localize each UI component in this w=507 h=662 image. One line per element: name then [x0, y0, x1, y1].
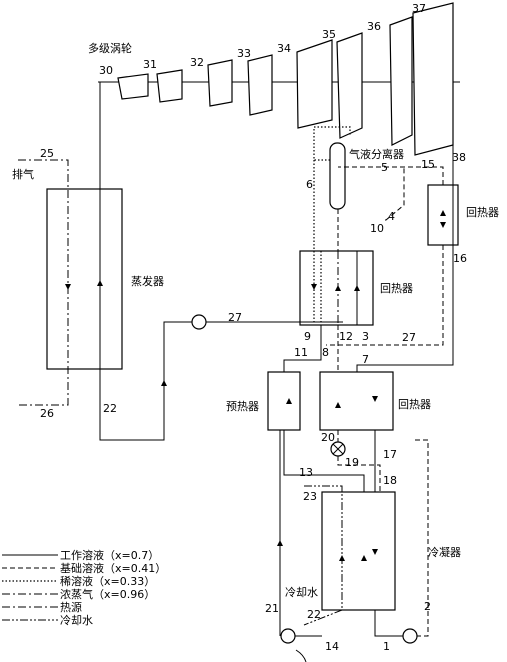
legend-item: 热源	[60, 600, 82, 614]
node-label: 35	[322, 28, 336, 41]
node-label: 15	[421, 158, 435, 171]
component-labels: 多级涡轮 蒸发器 排气 气液分离器 回热器 回热器 回热器 预热器 冷凝器 冷却…	[12, 41, 499, 599]
node-label: 36	[367, 20, 381, 33]
node-label: 27	[228, 311, 242, 324]
condenser	[321, 491, 396, 611]
pump-14	[280, 628, 296, 644]
node-label: 8	[322, 346, 329, 359]
node-label: 3	[362, 330, 369, 343]
node-label: 9	[304, 330, 311, 343]
node-label: 20	[321, 431, 335, 444]
line-19	[337, 456, 381, 492]
exhaust-label: 排气	[12, 167, 34, 181]
turbine-stages	[117, 2, 454, 156]
node-label: 22	[103, 402, 117, 415]
legend-item: 稀溶液（x=0.33）	[60, 574, 155, 588]
pump-1	[402, 628, 418, 644]
node-label: 5	[381, 161, 388, 174]
recuperator-top-label: 回热器	[466, 206, 499, 219]
line-1	[374, 610, 403, 637]
valve-20	[330, 441, 346, 457]
line-6	[313, 126, 351, 161]
turbine-label: 多级涡轮	[88, 41, 132, 55]
node-label: 12	[339, 330, 353, 343]
node-label: 14	[325, 640, 339, 653]
node-label: 1	[383, 640, 390, 653]
node-label: 2	[424, 600, 431, 613]
cooling-water-label: 冷却水	[285, 586, 318, 599]
node-label: 30	[99, 64, 113, 77]
node-label: 32	[190, 56, 204, 69]
flow-arrows	[65, 210, 446, 561]
legend-item: 基础溶液（x=0.41）	[60, 561, 166, 575]
legend-item: 浓蒸气（x=0.96）	[60, 587, 155, 601]
line-22	[99, 321, 192, 441]
node-label: 34	[277, 42, 291, 55]
recuperator-low	[319, 371, 394, 431]
pump-28	[191, 314, 207, 330]
node-label: 7	[362, 353, 369, 366]
legend-item: 冷却水	[60, 614, 93, 627]
line-27	[326, 245, 444, 346]
node-label: 4	[388, 210, 395, 223]
gas-liquid-separator	[329, 142, 346, 210]
node-label: 27	[402, 331, 416, 344]
node-labels: 30 31 32 33 34 35 36 37 38 25 26 22 27 6…	[40, 2, 467, 653]
evaporator	[46, 188, 123, 370]
node-label: 22	[307, 608, 321, 621]
line-15	[338, 166, 444, 185]
node-label: 18	[383, 474, 397, 487]
legend: 工作溶液（x=0.7） 基础溶液（x=0.41） 稀溶液（x=0.33） 浓蒸气…	[2, 548, 166, 627]
node-label: 25	[40, 147, 54, 160]
preheater-label: 预热器	[226, 400, 259, 413]
node-label: 19	[345, 456, 359, 469]
node-label: 10	[370, 222, 384, 235]
node-label: 31	[143, 58, 157, 71]
node-label: 13	[299, 466, 313, 479]
heat-source-line	[18, 159, 69, 406]
node-label: 33	[237, 47, 251, 60]
node-label: 16	[453, 252, 467, 265]
line-11	[283, 325, 322, 372]
legend-item: 工作溶液（x=0.7）	[60, 548, 159, 562]
line-13	[283, 430, 365, 492]
node-label: 37	[412, 2, 426, 15]
node-label: 26	[40, 407, 54, 420]
line-38	[356, 145, 454, 372]
node-label: 21	[265, 602, 279, 615]
node-label: 23	[303, 490, 317, 503]
node-label: 6	[306, 178, 313, 191]
evaporator-label: 蒸发器	[131, 274, 164, 288]
node-label: 38	[452, 151, 466, 164]
separator-label: 气液分离器	[349, 147, 404, 161]
node-label: 11	[294, 346, 308, 359]
line-10	[385, 167, 405, 221]
cooling-water-line	[303, 485, 343, 626]
node-label: 17	[383, 448, 397, 461]
recuperator-low-label: 回热器	[398, 398, 431, 411]
condenser-label: 冷凝器	[428, 545, 461, 559]
preheater	[267, 371, 301, 431]
recuperator-mid-label: 回热器	[380, 282, 413, 295]
